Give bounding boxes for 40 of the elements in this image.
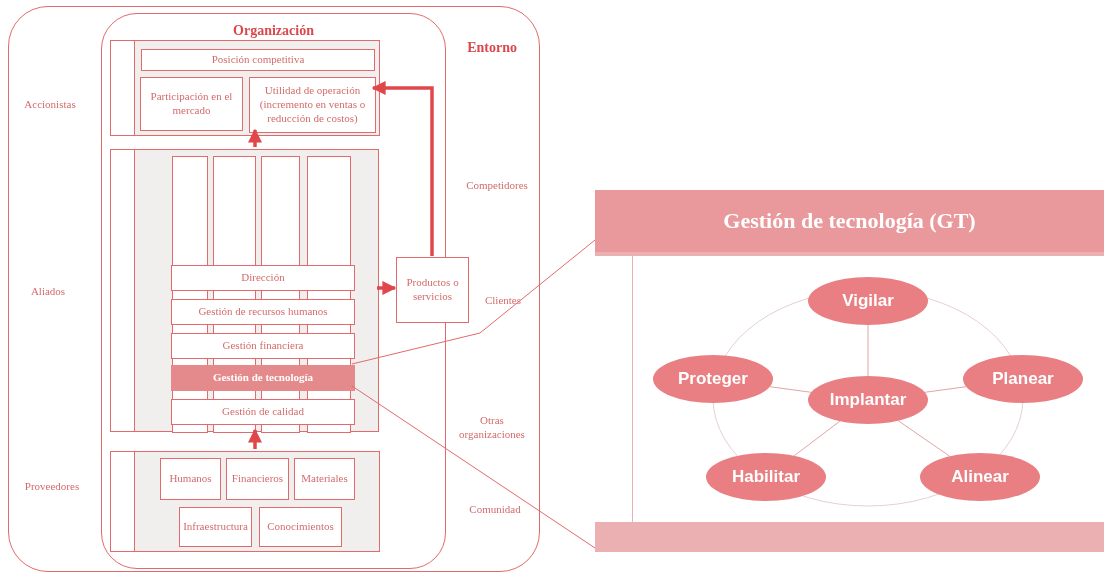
arrow bbox=[371, 81, 434, 256]
process-bar: Dirección bbox=[171, 265, 355, 291]
text-box: Infraestructura bbox=[179, 507, 252, 547]
text-box: Materiales bbox=[294, 458, 355, 500]
detail-panel bbox=[595, 190, 1104, 552]
highlighted-process-bar: Gestión de tecnología bbox=[171, 365, 355, 391]
connector-line bbox=[867, 324, 869, 377]
stakeholder-label: Comunidad bbox=[469, 503, 521, 517]
text-box: Humanos bbox=[160, 458, 221, 500]
stakeholder-label: Proveedores bbox=[24, 480, 80, 494]
connector-line bbox=[769, 386, 812, 393]
stakeholder-label: Accionistas bbox=[24, 98, 76, 112]
stakeholder-label: Aliados bbox=[30, 285, 66, 299]
header-band: Gestión de tecnología (GT) bbox=[595, 190, 1104, 252]
stakeholder-label: Competidores bbox=[466, 179, 528, 193]
group-box bbox=[110, 40, 380, 136]
stakeholder-label: Clientes bbox=[484, 294, 522, 308]
arrow bbox=[377, 281, 397, 295]
arrow bbox=[248, 428, 262, 449]
text-box: Productos o servicios bbox=[396, 257, 469, 323]
text-box: Financieros bbox=[226, 458, 289, 500]
group-box bbox=[110, 451, 380, 552]
connector-line bbox=[351, 385, 596, 549]
box-title: Entorno bbox=[467, 39, 517, 57]
group-box bbox=[110, 149, 379, 432]
text-box: Conocimientos bbox=[259, 507, 342, 547]
process-bar: Gestión de recursos humanos bbox=[171, 299, 355, 325]
connector-line bbox=[897, 420, 951, 457]
text-box: Posición competitiva bbox=[141, 49, 375, 71]
text-box: Participación en el mercado bbox=[140, 77, 243, 131]
box-title: Organización bbox=[233, 22, 314, 40]
process-bar: Gestión de calidad bbox=[171, 399, 355, 425]
arrow bbox=[248, 128, 262, 147]
process-bar: Gestión financiera bbox=[171, 333, 355, 359]
text-box: Utilidad de operación (incremento en ventas o reducción de costos) bbox=[249, 77, 376, 133]
connector-line bbox=[924, 386, 967, 393]
environment-box bbox=[8, 6, 540, 572]
stakeholder-label: Otras organizaciones bbox=[458, 414, 526, 442]
connector-line bbox=[351, 239, 596, 365]
connector-line bbox=[793, 420, 841, 457]
